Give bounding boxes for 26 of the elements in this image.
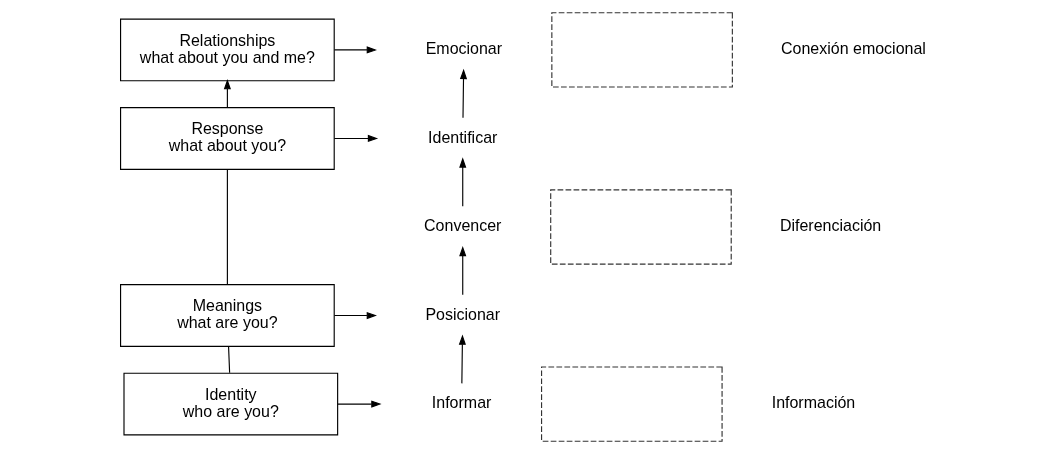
- connector: [226, 169, 228, 285]
- arrow: [223, 79, 231, 108]
- node-box: [540, 366, 723, 442]
- node-text: Identificar: [427, 128, 497, 146]
- arrow: [459, 68, 467, 119]
- arrow: [458, 334, 466, 384]
- node-box: Response what about you?: [119, 107, 335, 170]
- node-text: Informar: [431, 394, 491, 412]
- arrow: [333, 134, 378, 143]
- node-label: Información: [771, 394, 855, 412]
- node-text: Posicionar: [424, 305, 500, 323]
- arrow: [333, 311, 377, 320]
- arrow: [458, 157, 466, 207]
- arrow: [458, 245, 466, 296]
- node-label: Diferenciación: [779, 217, 881, 235]
- arrow: [333, 46, 377, 54]
- connector: [227, 345, 230, 374]
- node-text: Emocionar: [425, 40, 502, 58]
- arrow: [336, 400, 382, 408]
- node-text: Convencer: [423, 217, 501, 235]
- node-box: Identity who are you?: [122, 372, 338, 436]
- node-box: [549, 189, 732, 265]
- node-box: Relationships what about you and me?: [119, 18, 335, 82]
- node-label: Conexión emocional: [780, 40, 926, 58]
- node-box: Meanings what are you?: [119, 284, 335, 347]
- node-box: [550, 12, 733, 88]
